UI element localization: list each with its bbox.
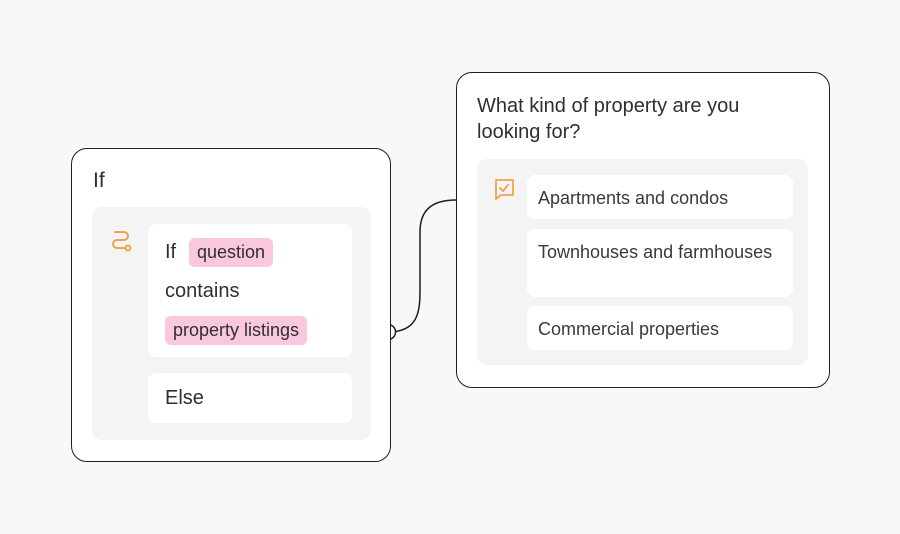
if-block-title: If [93,169,105,192]
if-block-card[interactable]: If If question contains property listing… [71,148,391,462]
option-label: Apartments and condos [538,188,729,208]
condition-operator[interactable]: contains [165,280,240,302]
condition-box[interactable]: If question contains property listings [148,224,352,357]
option-item[interactable]: Townhouses and farmhouses [527,229,793,297]
question-block-card[interactable]: What kind of property are you looking fo… [456,72,830,388]
condition-panel: If question contains property listings E… [92,207,371,440]
option-item[interactable]: Apartments and condos [527,175,793,219]
else-branch[interactable]: Else [148,373,352,423]
value-chip[interactable]: property listings [165,316,308,345]
route-icon [112,231,132,252]
variable-chip[interactable]: question [189,238,274,267]
option-item[interactable]: Commercial properties [527,306,793,350]
option-label: Townhouses and farmhouses [538,242,773,262]
choice-icon [495,179,514,200]
question-title: What kind of property are you looking fo… [477,95,740,143]
condition-keyword: If [165,241,177,263]
option-label: Commercial properties [538,319,720,339]
else-label: Else [165,387,204,409]
options-panel: Apartments and condos Townhouses and far… [477,159,808,365]
